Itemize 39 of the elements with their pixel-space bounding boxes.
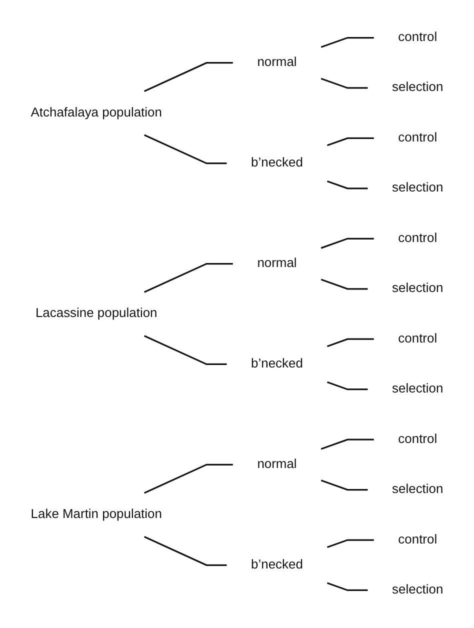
connector bbox=[326, 137, 374, 146]
node-text: Lacassine population bbox=[35, 306, 158, 320]
connector bbox=[320, 36, 374, 48]
node-text: normal bbox=[257, 256, 297, 270]
node-text: b’necked bbox=[251, 156, 303, 170]
node-text: selection bbox=[392, 382, 444, 396]
connector bbox=[326, 539, 374, 548]
connector bbox=[144, 262, 233, 293]
node-text: control bbox=[398, 30, 438, 44]
node-text: control bbox=[398, 231, 438, 246]
node-text: b’necked bbox=[251, 356, 303, 371]
connector bbox=[320, 278, 368, 290]
node-text: b’necked bbox=[251, 558, 303, 572]
node-text: selection bbox=[392, 482, 444, 496]
node-text: normal bbox=[257, 56, 297, 70]
connector bbox=[320, 78, 368, 89]
node-text: control bbox=[398, 532, 438, 546]
connector bbox=[326, 180, 368, 190]
connector bbox=[326, 338, 374, 348]
connector bbox=[320, 238, 374, 249]
node-text: normal bbox=[257, 457, 297, 472]
connector bbox=[144, 536, 227, 566]
connector bbox=[144, 335, 227, 366]
node-text: control bbox=[398, 130, 438, 145]
node-text: Lake Martin population bbox=[30, 508, 162, 522]
node-text: Atchafalaya population bbox=[30, 106, 162, 120]
node-text: selection bbox=[392, 282, 444, 296]
node-text: control bbox=[398, 332, 438, 346]
connector bbox=[320, 480, 368, 491]
node-text: selection bbox=[392, 181, 444, 195]
connector bbox=[326, 381, 368, 390]
node-text: selection bbox=[392, 80, 444, 94]
connector bbox=[320, 438, 374, 450]
connector bbox=[144, 62, 233, 92]
node-text: control bbox=[398, 432, 438, 446]
connector bbox=[144, 134, 227, 164]
connector bbox=[326, 582, 368, 592]
connector bbox=[144, 464, 233, 494]
node-text: selection bbox=[392, 582, 444, 597]
